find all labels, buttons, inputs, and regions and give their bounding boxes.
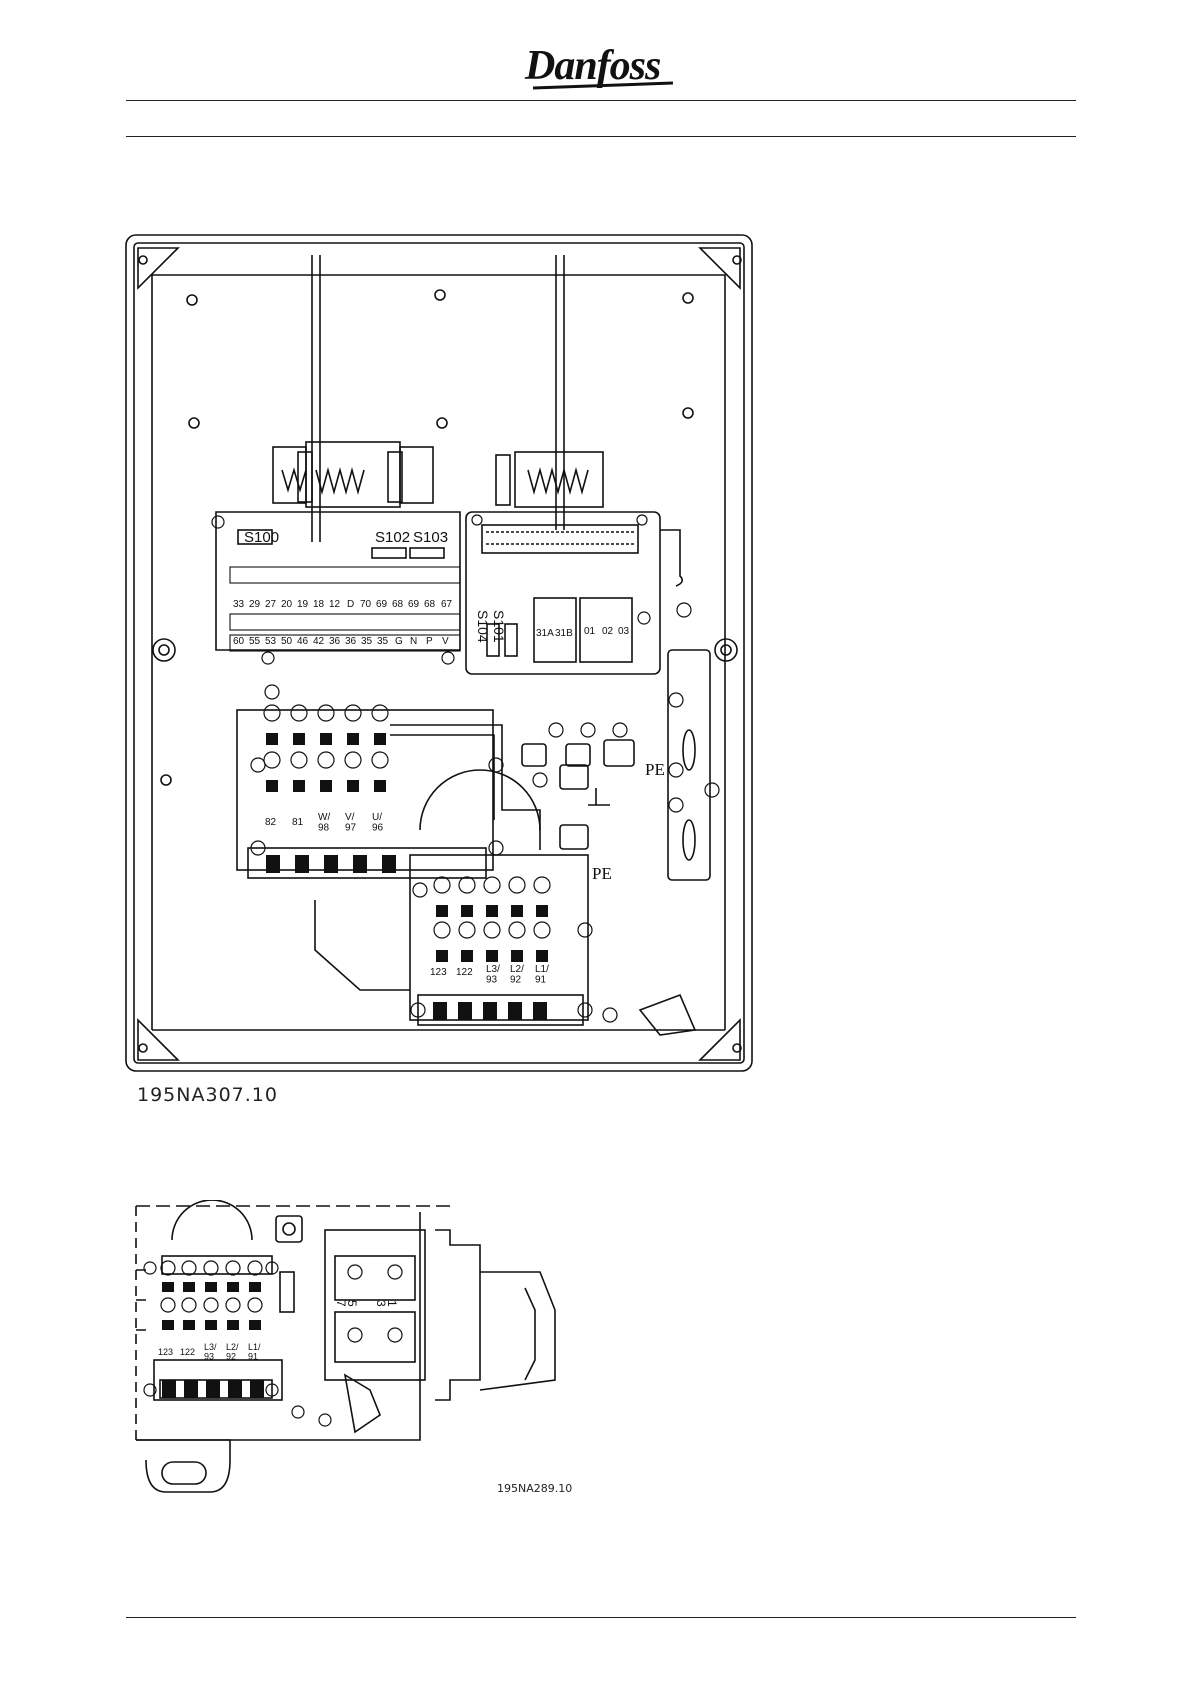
ctrl-bot-10: G <box>395 636 403 647</box>
switch-label-s101: S101 <box>491 610 507 643</box>
switch-marking-7: 7 <box>334 1300 348 1307</box>
footer-rule <box>126 1617 1076 1618</box>
figure-1-wiring-diagram: S100 S102 S103 S104 S101 33 29 27 20 19 … <box>120 230 760 1080</box>
control-terminal-top-row: 33 29 27 20 19 18 12 D 70 69 68 69 68 67 <box>233 599 453 610</box>
mains-terminal-l3-93: L3/93 <box>486 964 500 986</box>
mains-terminal-l2-92: L2/92 <box>510 964 524 986</box>
switch-marking-3: 3 <box>374 1300 388 1307</box>
fig2-terminal-123: 123 <box>158 1347 173 1357</box>
relay-label-31b: 31B <box>555 628 573 639</box>
relay-label-01: 01 <box>584 626 596 637</box>
ctrl-top-0: 33 <box>233 599 245 610</box>
ctrl-top-13: 67 <box>441 599 453 610</box>
ctrl-top-1: 29 <box>249 599 261 610</box>
figure-1-caption: 195NA307.10 <box>137 1084 278 1106</box>
ctrl-bot-13: V <box>442 636 449 647</box>
header-rule-bottom <box>126 136 1076 137</box>
motor-terminal-82: 82 <box>265 817 277 828</box>
mains-terminal-122: 122 <box>456 967 473 978</box>
ctrl-top-2: 27 <box>265 599 277 610</box>
relay-label-03: 03 <box>618 626 630 637</box>
ctrl-top-3: 20 <box>281 599 293 610</box>
figure-2-wiring-diagram: 123 122 L3/93 L2/92 L1/91 5 7 1 3 <box>130 1200 590 1505</box>
ctrl-top-7: D <box>347 599 354 610</box>
motor-terminal-81: 81 <box>292 817 304 828</box>
header-rule-top <box>126 100 1076 101</box>
ctrl-bot-9: 35 <box>377 636 389 647</box>
ctrl-bot-6: 36 <box>329 636 341 647</box>
figure-2-caption: 195NA289.10 <box>497 1482 572 1495</box>
ctrl-top-8: 70 <box>360 599 372 610</box>
ctrl-top-5: 18 <box>313 599 325 610</box>
motor-terminal-u96: U/96 <box>372 812 384 834</box>
ctrl-top-10: 68 <box>392 599 404 610</box>
ctrl-top-4: 19 <box>297 599 309 610</box>
relay-label-31a: 31A <box>536 628 554 639</box>
ctrl-top-11: 69 <box>408 599 420 610</box>
ctrl-bot-12: P <box>426 636 433 647</box>
ctrl-bot-1: 55 <box>249 636 261 647</box>
relay-label-02: 02 <box>602 626 614 637</box>
ctrl-bot-2: 53 <box>265 636 277 647</box>
ctrl-bot-4: 46 <box>297 636 309 647</box>
fig2-terminal-l2-92: L2/92 <box>226 1342 239 1361</box>
ctrl-bot-11: N <box>410 636 417 647</box>
motor-terminal-v97: V/97 <box>345 812 357 834</box>
motor-terminal-w98: W/98 <box>318 812 330 834</box>
ctrl-bot-7: 36 <box>345 636 357 647</box>
mains-terminal-l1-91: L1/91 <box>535 964 549 986</box>
switch-label-s100: S100 <box>244 529 279 546</box>
switch-label-s102: S102 <box>375 529 410 546</box>
ctrl-top-12: 68 <box>424 599 436 610</box>
switch-label-s104: S104 <box>475 610 491 643</box>
fig2-terminal-122: 122 <box>180 1347 195 1357</box>
pe-label-upper: PE <box>645 760 665 779</box>
pe-label-lower: PE <box>592 864 612 883</box>
ctrl-bot-5: 42 <box>313 636 325 647</box>
fig2-terminal-l1-91: L1/91 <box>248 1342 261 1361</box>
mains-terminal-123: 123 <box>430 967 447 978</box>
ctrl-bot-8: 35 <box>361 636 373 647</box>
fig2-terminal-l3-93: L3/93 <box>204 1342 217 1361</box>
ctrl-top-6: 12 <box>329 599 341 610</box>
ctrl-bot-3: 50 <box>281 636 293 647</box>
ctrl-top-9: 69 <box>376 599 388 610</box>
switch-label-s103: S103 <box>413 529 448 546</box>
control-terminal-bottom-row: 60 55 53 50 46 42 36 36 35 35 G N P V <box>233 636 449 647</box>
ctrl-bot-0: 60 <box>233 636 245 647</box>
